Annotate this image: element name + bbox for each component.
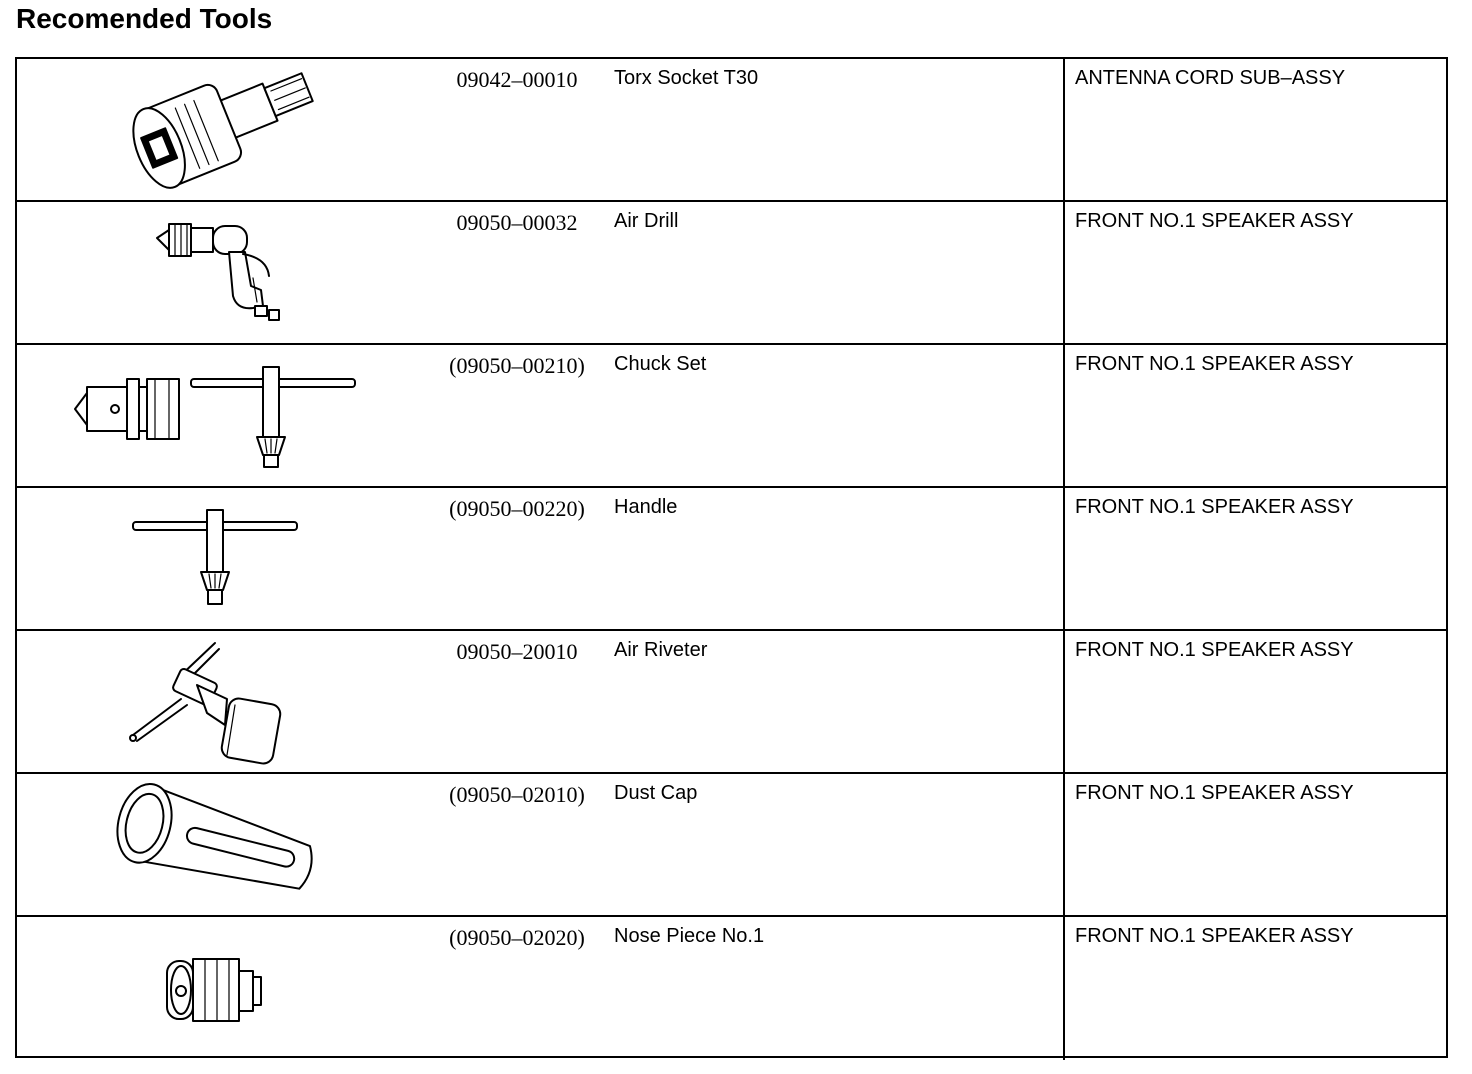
tool-name: Chuck Set [614, 353, 707, 375]
part-number: 09050–00032 [456, 210, 578, 235]
table-row: 09042–00010 Torx Socket T30 ANTENNA CORD… [17, 59, 1446, 202]
nose-piece-icon [57, 921, 417, 1055]
applies-to: FRONT NO.1 SPEAKER ASSY [1075, 925, 1354, 947]
column-divider [1063, 917, 1065, 1060]
table-row: (09050–00220) Handle FRONT NO.1 SPEAKER … [17, 488, 1446, 631]
applies-to: FRONT NO.1 SPEAKER ASSY [1075, 782, 1354, 804]
applies-to: FRONT NO.1 SPEAKER ASSY [1075, 353, 1354, 375]
applies-to: FRONT NO.1 SPEAKER ASSY [1075, 496, 1354, 518]
applies-to: FRONT NO.1 SPEAKER ASSY [1075, 639, 1354, 661]
table-row: (09050–02010) Dust Cap FRONT NO.1 SPEAKE… [17, 774, 1446, 917]
air-drill-icon [57, 206, 417, 340]
tool-name: Dust Cap [614, 782, 698, 804]
table-row: (09050–02020) Nose Piece No.1 FRONT NO.1… [17, 917, 1446, 1060]
part-number: 09050–20010 [456, 639, 578, 664]
tool-name: Torx Socket T30 [614, 67, 759, 89]
column-divider [1063, 202, 1065, 343]
column-divider [1063, 488, 1065, 629]
tool-name: Air Riveter [614, 639, 708, 661]
column-divider [1063, 774, 1065, 915]
part-number: 09042–00010 [456, 67, 578, 92]
applies-to: FRONT NO.1 SPEAKER ASSY [1075, 210, 1354, 232]
page-title: Recomended Tools [16, 3, 273, 34]
tools-table: 09042–00010 Torx Socket T30 ANTENNA CORD… [15, 57, 1448, 1060]
part-number: (09050–00220) [449, 496, 585, 521]
part-number: (09050–02010) [449, 782, 585, 807]
table-row: 09050–00032 Air Drill FRONT NO.1 SPEAKER… [17, 202, 1446, 345]
part-number: (09050–00210) [449, 353, 585, 378]
column-divider [1063, 59, 1065, 200]
tool-name: Air Drill [614, 210, 679, 232]
torx-socket-icon [57, 63, 417, 197]
chuck-set-icon [57, 349, 417, 483]
air-riveter-icon [57, 635, 417, 769]
tool-name: Handle [614, 496, 678, 518]
column-divider [1063, 345, 1065, 486]
dust-cap-icon [57, 778, 417, 912]
table-row: 09050–20010 Air Riveter FRONT NO.1 SPEAK… [17, 631, 1446, 774]
applies-to: ANTENNA CORD SUB–ASSY [1075, 67, 1346, 89]
part-number: (09050–02020) [449, 925, 585, 950]
column-divider [1063, 631, 1065, 772]
tool-name: Nose Piece No.1 [614, 925, 765, 947]
table-row: (09050–00210) Chuck Set FRONT NO.1 SPEAK… [17, 345, 1446, 488]
chuck-handle-icon [57, 492, 417, 626]
